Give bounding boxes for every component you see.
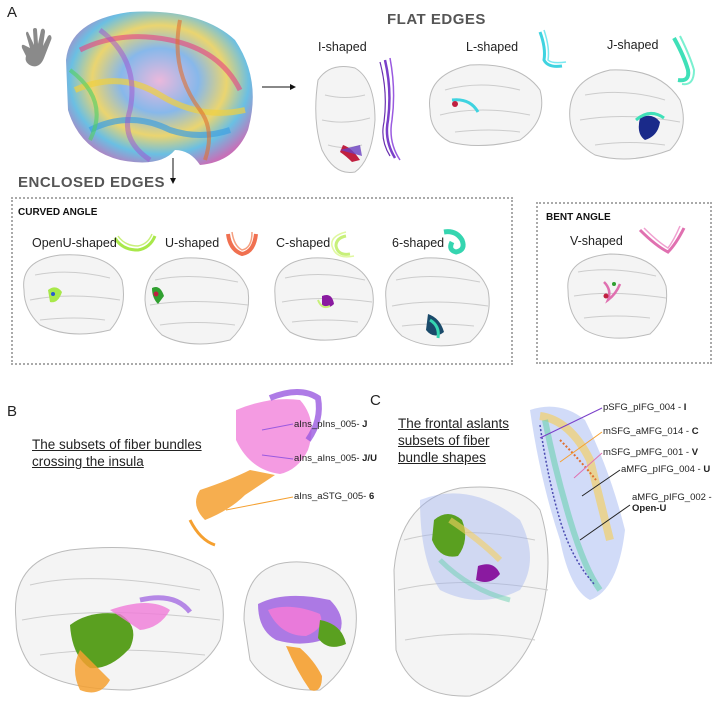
- brain-u-shaped: [144, 257, 250, 345]
- panel-b-title: The subsets of fiber bundles crossing th…: [32, 437, 202, 469]
- curved-angle-box: [11, 197, 513, 365]
- label-l-shaped: L-shaped: [466, 40, 519, 54]
- bundle-v-shaped: [638, 225, 686, 254]
- label-u-shaped: U-shaped: [165, 236, 220, 250]
- callout-c-5: aMFG_pIFG_002 - Open-U: [632, 492, 712, 514]
- aslant-brain: [393, 486, 549, 697]
- panel-letter-c: C: [370, 392, 381, 409]
- aslant-bundle-stack: [530, 406, 625, 600]
- whole-brain-tractography: [66, 11, 253, 165]
- arrow-right: [262, 84, 296, 90]
- insula-brain-zoom: [243, 561, 357, 691]
- label-openu-shaped: OpenU-shaped: [32, 236, 117, 250]
- bundle-6-shaped: [443, 229, 466, 255]
- bundle-u-shaped: [226, 231, 258, 257]
- label-j-shaped: J-shaped: [607, 38, 659, 52]
- insula-bundle-group: [188, 389, 322, 547]
- callout-c-3: mSFG_pMFG_001 - V: [603, 447, 699, 458]
- bundle-j-shaped: [672, 35, 696, 86]
- brain-i-shaped: [315, 66, 376, 174]
- bundle-i-shaped: [379, 57, 401, 161]
- label-v-shaped: V-shaped: [570, 234, 623, 248]
- curved-angle-title: CURVED ANGLE: [18, 207, 98, 218]
- brain-l-shaped: [429, 64, 543, 147]
- panel-letter-a: A: [7, 4, 18, 21]
- flat-edges-title: FLAT EDGES: [387, 11, 486, 28]
- arrow-down: [170, 158, 176, 184]
- callout-c-2: mSFG_aMFG_014 - C: [603, 426, 699, 437]
- label-6-shaped: 6-shaped: [392, 236, 445, 250]
- panel-letter-b: B: [7, 403, 18, 420]
- brain-openu-shaped: [23, 254, 124, 335]
- brain-6-shaped: [385, 257, 490, 347]
- hand-icon: [21, 28, 52, 67]
- brain-v-shaped: [567, 253, 668, 339]
- label-i-shaped: I-shaped: [318, 40, 367, 54]
- callout-b-3: aIns_aSTG_005- 6: [294, 491, 375, 502]
- callout-line-b-2: [261, 454, 294, 460]
- enclosed-edges-title: ENCLOSED EDGES: [18, 174, 166, 191]
- brain-c-shaped: [274, 257, 374, 341]
- callout-b-2: aIns_aIns_005- J/U: [294, 453, 377, 464]
- panel-c-title: The frontal aslants subsets of fiber bun…: [398, 416, 510, 465]
- bent-angle-title: BENT ANGLE: [546, 212, 611, 223]
- bent-angle-box: [536, 202, 712, 364]
- label-c-shaped: C-shaped: [276, 236, 331, 250]
- bundle-l-shaped: [538, 29, 567, 68]
- bundle-openu-shaped: [113, 233, 157, 252]
- brain-j-shaped: [569, 69, 684, 160]
- callout-c-1: pSFG_pIFG_004 - I: [603, 402, 687, 413]
- insula-brain-large: [14, 547, 224, 693]
- callout-b-1: aIns_pIns_005- J: [294, 419, 368, 430]
- callout-line-b-3: [225, 496, 294, 511]
- callout-line-b-1: [261, 423, 294, 431]
- callout-c-4: aMFG_pIFG_004 - U: [621, 464, 711, 475]
- bundle-c-shaped: [331, 231, 355, 258]
